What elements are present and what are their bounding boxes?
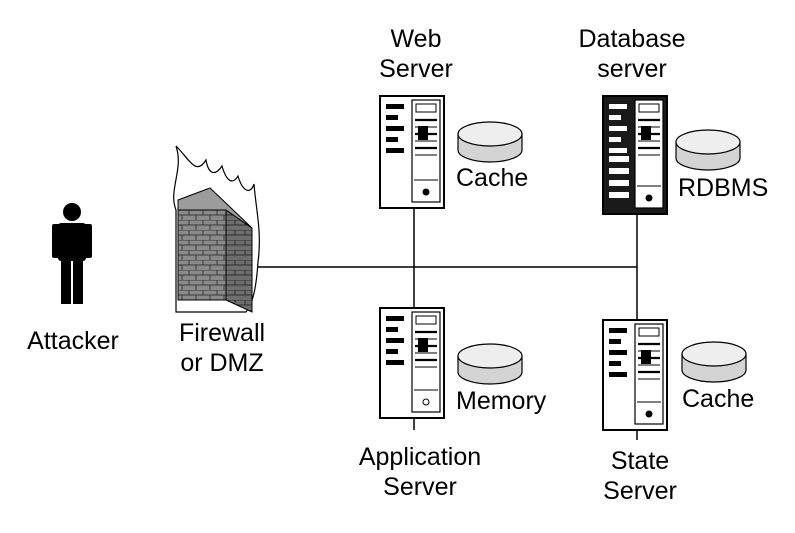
firewall-label-line1: Firewall xyxy=(178,319,266,347)
wall-top xyxy=(177,187,253,229)
web-server-icon xyxy=(379,95,445,209)
state-server-icon xyxy=(602,319,668,431)
wall-front xyxy=(177,209,227,301)
state-server-label-line1: State xyxy=(610,447,670,475)
web-cache-label: Cache xyxy=(456,164,529,192)
memory-label: Memory xyxy=(456,387,547,415)
person-icon xyxy=(52,203,92,304)
web-server-label: Web Server xyxy=(356,24,476,84)
web-cache-disk-icon xyxy=(457,121,523,163)
state-server-label: State Server xyxy=(580,446,700,506)
attacker-label: Attacker xyxy=(27,327,119,355)
firewall-label: Firewall or DMZ xyxy=(160,318,284,378)
web-server-label-line1: Web xyxy=(390,25,442,53)
firewall-icon xyxy=(173,145,260,313)
application-server-label-line2: Server xyxy=(383,473,457,501)
state-cache-label: Cache xyxy=(682,385,755,413)
application-server-label-line1: Application xyxy=(358,443,482,471)
database-server-label-line1: Database xyxy=(578,25,686,53)
state-server-label-line2: Server xyxy=(603,477,677,505)
state-cache-disk-icon xyxy=(681,341,747,383)
firewall-label-line2: or DMZ xyxy=(180,349,264,377)
rdbms-disk-icon xyxy=(675,129,741,171)
rdbms-label: RDBMS xyxy=(678,174,769,202)
database-server-label: Database server xyxy=(562,24,702,84)
memory-disk-icon xyxy=(457,343,523,385)
connections xyxy=(258,205,638,440)
database-server-icon xyxy=(602,95,668,215)
application-server-label: Application Server xyxy=(340,442,500,502)
application-server-icon xyxy=(379,307,445,419)
database-server-label-line2: server xyxy=(597,55,667,83)
web-server-label-line2: Server xyxy=(379,55,453,83)
